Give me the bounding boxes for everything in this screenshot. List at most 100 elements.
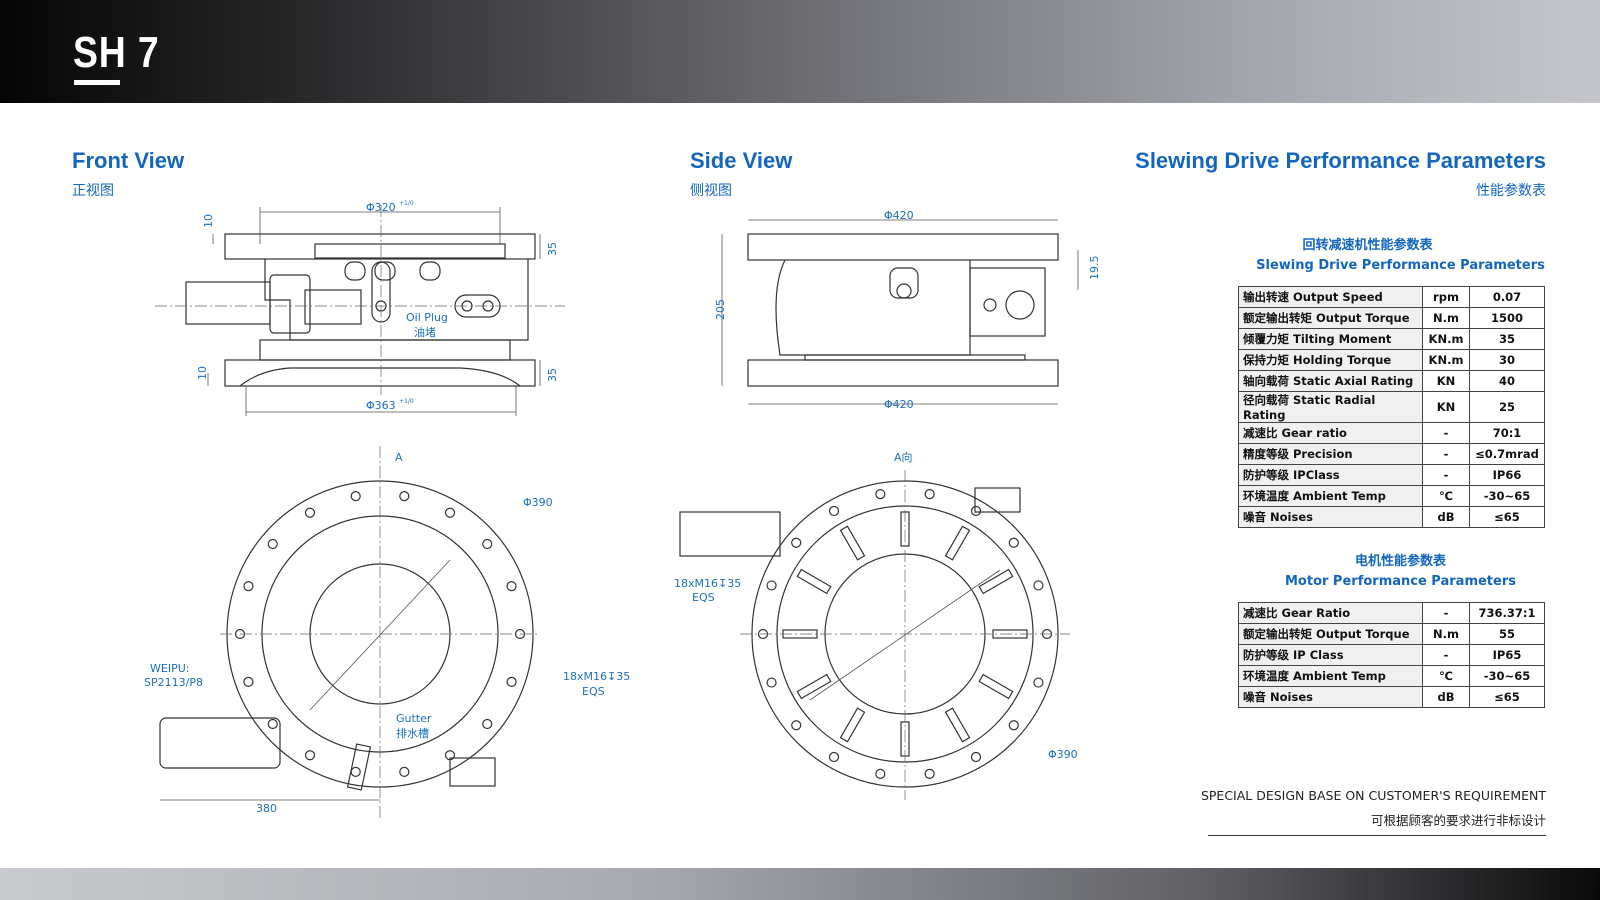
weipu-model: SP2113/P8 (144, 676, 203, 689)
oil-plug-label: Oil Plug (406, 311, 448, 324)
rib (839, 707, 866, 743)
special-design-note: SPECIAL DESIGN BASE ON CUSTOMER'S REQUIR… (1200, 788, 1546, 803)
special-design-note-cn: 可根据顾客的要求进行非标设计 (1370, 813, 1546, 828)
bolt-hole (267, 538, 278, 550)
cell-param: 额定输出转矩 Output Torque (1238, 623, 1423, 645)
cell-unit: KN.m (1422, 349, 1470, 371)
divider (1208, 835, 1546, 836)
dim-10-top: 10 (202, 214, 215, 228)
gutter-label-cn: 排水槽 (396, 726, 429, 740)
cell-value: IP65 (1469, 644, 1545, 666)
logo-underline (74, 80, 120, 85)
cell-value: ≤65 (1469, 686, 1545, 708)
cell-unit: KN (1422, 370, 1470, 392)
table-row: 环境温度 Ambient Temp℃-30~65 (1238, 485, 1545, 507)
slewing-table-title-en: Slewing Drive Performance Parameters (1256, 258, 1545, 273)
cell-param: 环境温度 Ambient Temp (1238, 485, 1423, 507)
bolt-hole (399, 491, 410, 502)
rib (839, 525, 866, 561)
front-view-subtitle: 正视图 (72, 183, 114, 199)
bolt-hole (267, 718, 278, 730)
cell-param: 额定输出转矩 Output Torque (1238, 307, 1423, 329)
bolt-hole (1033, 677, 1044, 688)
front-plan-drawing (159, 480, 534, 791)
cell-unit: N.m (1422, 623, 1470, 645)
view-arrow-a: A (395, 451, 403, 464)
bolt-hole (875, 768, 886, 779)
bolt-hole (304, 507, 316, 518)
cell-unit: dB (1422, 506, 1470, 528)
cell-param: 环境温度 Ambient Temp (1238, 665, 1423, 687)
bolt-hole (970, 505, 982, 517)
cell-param: 保持力矩 Holding Torque (1238, 349, 1423, 371)
oil-plug-label-cn: 油堵 (414, 325, 436, 339)
bolt-hole (350, 491, 361, 502)
params-title: Slewing Drive Performance Parameters (1135, 148, 1546, 173)
cell-param: 噪音 Noises (1238, 506, 1423, 528)
bolt-hole (243, 676, 254, 687)
cell-unit: - (1422, 464, 1470, 486)
cell-param: 噪音 Noises (1238, 686, 1423, 708)
bolt-hole (766, 677, 777, 688)
bolt-hole (1008, 537, 1019, 548)
cell-unit: dB (1422, 686, 1470, 708)
side-dim-offset: 19.5 (1088, 256, 1101, 281)
bolt-hole (924, 768, 935, 779)
cell-unit: - (1422, 443, 1470, 465)
cell-value: ≤0.7mrad (1469, 443, 1545, 465)
cell-value: 736.37:1 (1469, 602, 1545, 624)
cell-value: 1500 (1469, 307, 1545, 329)
model-name: SH 7 (73, 28, 160, 77)
header-banner: SH 7 (0, 0, 1600, 103)
cell-unit: ℃ (1422, 485, 1470, 507)
cell-value: 0.07 (1469, 286, 1545, 308)
bolt-hole (1033, 580, 1044, 591)
cell-unit: - (1422, 644, 1470, 666)
cell-param: 减速比 Gear Ratio (1238, 602, 1423, 624)
cell-param: 防护等级 IPClass (1238, 464, 1423, 486)
front-elevation-drawing (185, 233, 536, 387)
cell-param: 防护等级 IP Class (1238, 644, 1423, 666)
cell-unit: rpm (1422, 286, 1470, 308)
bolt-hole (828, 505, 840, 517)
cell-unit: - (1422, 422, 1470, 444)
bolt-hole (1008, 720, 1019, 731)
cell-param: 减速比 Gear ratio (1238, 422, 1423, 444)
rib (978, 673, 1014, 700)
dim-380: 380 (256, 802, 277, 815)
dim-bottom-diameter: Φ363 (366, 399, 396, 412)
bolt-hole (304, 750, 316, 761)
cell-param: 输出转速 Output Speed (1238, 286, 1423, 308)
bolt-hole (766, 580, 777, 591)
bolt-hole (482, 538, 493, 550)
cell-param: 精度等级 Precision (1238, 443, 1423, 465)
dim-bottom-tolerance: +1/0 (399, 398, 414, 405)
front-view-title: Front View (72, 148, 185, 173)
bolt-hole (506, 581, 517, 592)
weipu-label: WEIPU: (150, 662, 189, 675)
side-dim-bottom: Φ420 (884, 398, 914, 411)
cell-value: ≤65 (1469, 506, 1545, 528)
params-subtitle: 性能参数表 (1476, 183, 1546, 199)
bolt-spec: 18xM16↧35 (563, 670, 630, 683)
table-row: 减速比 Gear ratio-70:1 (1238, 422, 1545, 444)
cell-param: 倾覆力矩 Tilting Moment (1238, 328, 1423, 350)
gutter-label: Gutter (396, 712, 432, 725)
bolt-hole (482, 718, 493, 730)
side-bolt-spec: 18xM16↧35 (674, 577, 741, 590)
bolt-hole (399, 766, 410, 777)
bolt-hole (970, 751, 982, 763)
rib (978, 568, 1014, 595)
footer-bar (0, 868, 1600, 900)
bolt-hole (243, 581, 254, 592)
table-row: 减速比 Gear Ratio-736.37:1 (1238, 602, 1545, 624)
rib (796, 568, 832, 595)
